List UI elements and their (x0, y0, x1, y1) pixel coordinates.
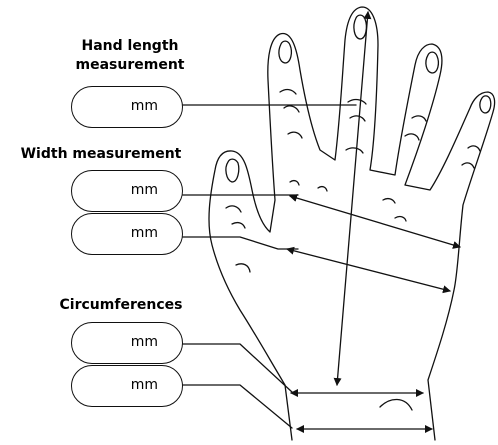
hand-length-arrow (337, 12, 368, 385)
crease (383, 199, 395, 203)
crease (380, 399, 412, 410)
fingernail-middle (354, 15, 366, 39)
crease (395, 217, 406, 221)
crease (290, 181, 299, 185)
fingernail-ring (426, 52, 438, 73)
crease (348, 100, 366, 104)
crease (288, 132, 302, 138)
crease (468, 146, 480, 151)
crease (236, 264, 250, 272)
crease (350, 116, 365, 121)
crease (232, 223, 245, 228)
width-arrow-1 (290, 196, 460, 247)
crease (318, 187, 327, 191)
crease (226, 206, 241, 212)
fingernail-little (480, 96, 491, 113)
crease (280, 90, 296, 94)
hand-outline (209, 7, 495, 440)
leader-line-circumference-2 (183, 385, 292, 428)
crease (405, 134, 419, 140)
fingernail-thumb (226, 159, 239, 182)
fingernail-index (279, 41, 291, 63)
crease (346, 148, 363, 153)
crease (284, 106, 299, 112)
crease (412, 116, 426, 121)
crease (462, 163, 474, 168)
leader-line-width-2 (183, 237, 298, 249)
width-arrow-2 (287, 249, 450, 291)
